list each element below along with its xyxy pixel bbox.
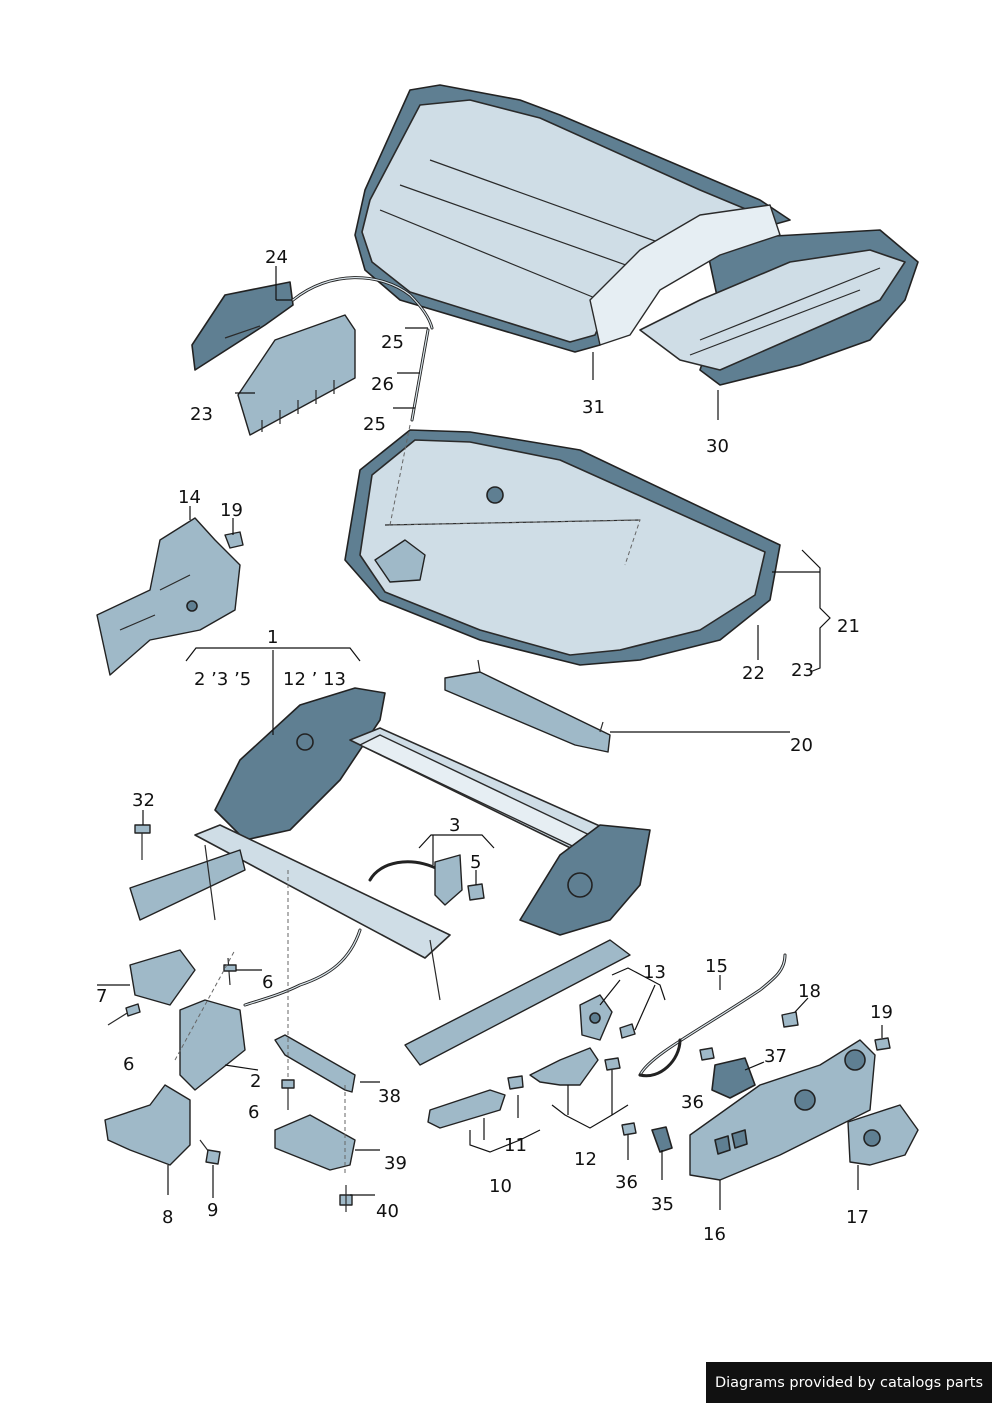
label-9: 9 xyxy=(207,1200,218,1221)
label-19a: 19 xyxy=(220,500,243,521)
leader-lines xyxy=(97,266,883,1210)
label-35: 35 xyxy=(651,1194,674,1215)
label-15: 15 xyxy=(705,956,728,977)
screw-36b[interactable] xyxy=(621,1122,637,1136)
label-24: 24 xyxy=(265,247,288,268)
bracket-2[interactable] xyxy=(179,999,246,1091)
screw-12b[interactable] xyxy=(604,1057,621,1071)
label-25b: 25 xyxy=(363,414,386,435)
side-trim-panel-24[interactable] xyxy=(191,281,294,371)
bracket-20[interactable] xyxy=(444,659,611,753)
switch-37[interactable] xyxy=(711,1057,756,1099)
label-36a: 36 xyxy=(681,1092,704,1113)
control-module-39[interactable] xyxy=(274,1114,356,1171)
part-number-labels: 24 25 26 25 23 31 30 14 19 1 2 ’3 ’5 12 … xyxy=(96,247,893,1245)
label-12: 12 xyxy=(574,1149,597,1170)
label-12-13: 12 ’ 13 xyxy=(283,669,346,690)
bowden-cable-24[interactable] xyxy=(291,276,434,330)
label-2-3-5: 2 ’3 ’5 xyxy=(194,669,251,690)
label-16: 16 xyxy=(703,1224,726,1245)
label-7: 7 xyxy=(96,986,107,1007)
credit-banner: Diagrams provided by catalogs parts xyxy=(706,1362,992,1403)
cable-15[interactable] xyxy=(638,953,787,1078)
label-25a: 25 xyxy=(381,332,404,353)
clip-11[interactable] xyxy=(507,1075,524,1090)
label-20: 20 xyxy=(790,735,813,756)
bowden-cable-frame[interactable] xyxy=(243,928,362,1007)
label-14: 14 xyxy=(178,487,201,508)
label-26: 26 xyxy=(371,374,394,395)
label-39: 39 xyxy=(384,1153,407,1174)
rod-26[interactable] xyxy=(410,328,430,422)
cover-8[interactable] xyxy=(104,1084,191,1166)
screw-6b[interactable] xyxy=(107,1003,141,1026)
lever-cable-3[interactable] xyxy=(368,854,463,906)
label-10: 10 xyxy=(489,1176,512,1197)
label-2: 2 xyxy=(250,1071,261,1092)
label-37: 37 xyxy=(764,1046,787,1067)
bracket-38[interactable] xyxy=(274,1034,356,1093)
label-21: 21 xyxy=(837,616,860,637)
label-17: 17 xyxy=(846,1207,869,1228)
label-18: 18 xyxy=(798,981,821,1002)
label-40: 40 xyxy=(376,1201,399,1222)
label-11: 11 xyxy=(504,1135,527,1156)
label-23a: 23 xyxy=(190,404,213,425)
seat-cushion-pad[interactable] xyxy=(354,84,791,353)
label-30: 30 xyxy=(706,436,729,457)
label-23b: 23 xyxy=(791,660,814,681)
clip-5[interactable] xyxy=(467,883,485,901)
side-bracket-14[interactable] xyxy=(96,517,241,676)
label-22: 22 xyxy=(742,663,765,684)
label-31: 31 xyxy=(582,397,605,418)
label-8: 8 xyxy=(162,1207,173,1228)
label-36b: 36 xyxy=(615,1172,638,1193)
switch-35[interactable] xyxy=(651,1126,673,1153)
clip-19[interactable] xyxy=(224,531,244,549)
screw-32[interactable] xyxy=(134,824,151,860)
screw-9[interactable] xyxy=(199,1139,221,1165)
label-19b: 19 xyxy=(870,1002,893,1023)
label-13: 13 xyxy=(643,962,666,983)
credit-text: Diagrams provided by catalogs parts xyxy=(714,1374,984,1391)
seat-frame[interactable] xyxy=(129,687,651,1066)
screw-6a[interactable] xyxy=(223,957,237,986)
screw-13b[interactable] xyxy=(619,1023,636,1039)
seat-cushion-cover[interactable] xyxy=(639,229,919,386)
seat-pan[interactable] xyxy=(344,424,781,666)
cover-17[interactable] xyxy=(847,1104,919,1166)
bolt-18[interactable] xyxy=(781,1011,799,1028)
bracket-7[interactable] xyxy=(129,949,196,1006)
label-1: 1 xyxy=(267,627,278,648)
handle-10[interactable] xyxy=(427,1089,506,1129)
label-5: 5 xyxy=(470,852,481,873)
label-6c: 6 xyxy=(248,1102,259,1123)
label-6a: 6 xyxy=(262,972,273,993)
clip-19b[interactable] xyxy=(874,1037,891,1051)
side-trim-16[interactable] xyxy=(689,1039,876,1181)
label-3: 3 xyxy=(449,815,460,836)
side-trim-panel-23[interactable] xyxy=(237,314,356,436)
lever-12[interactable] xyxy=(529,1047,599,1086)
label-38: 38 xyxy=(378,1086,401,1107)
label-32: 32 xyxy=(132,790,155,811)
screw-40[interactable] xyxy=(339,1185,353,1212)
screw-6c[interactable] xyxy=(281,1079,295,1110)
screw-36a[interactable] xyxy=(699,1047,715,1061)
cam-13[interactable] xyxy=(579,994,613,1041)
label-6b: 6 xyxy=(123,1054,134,1075)
